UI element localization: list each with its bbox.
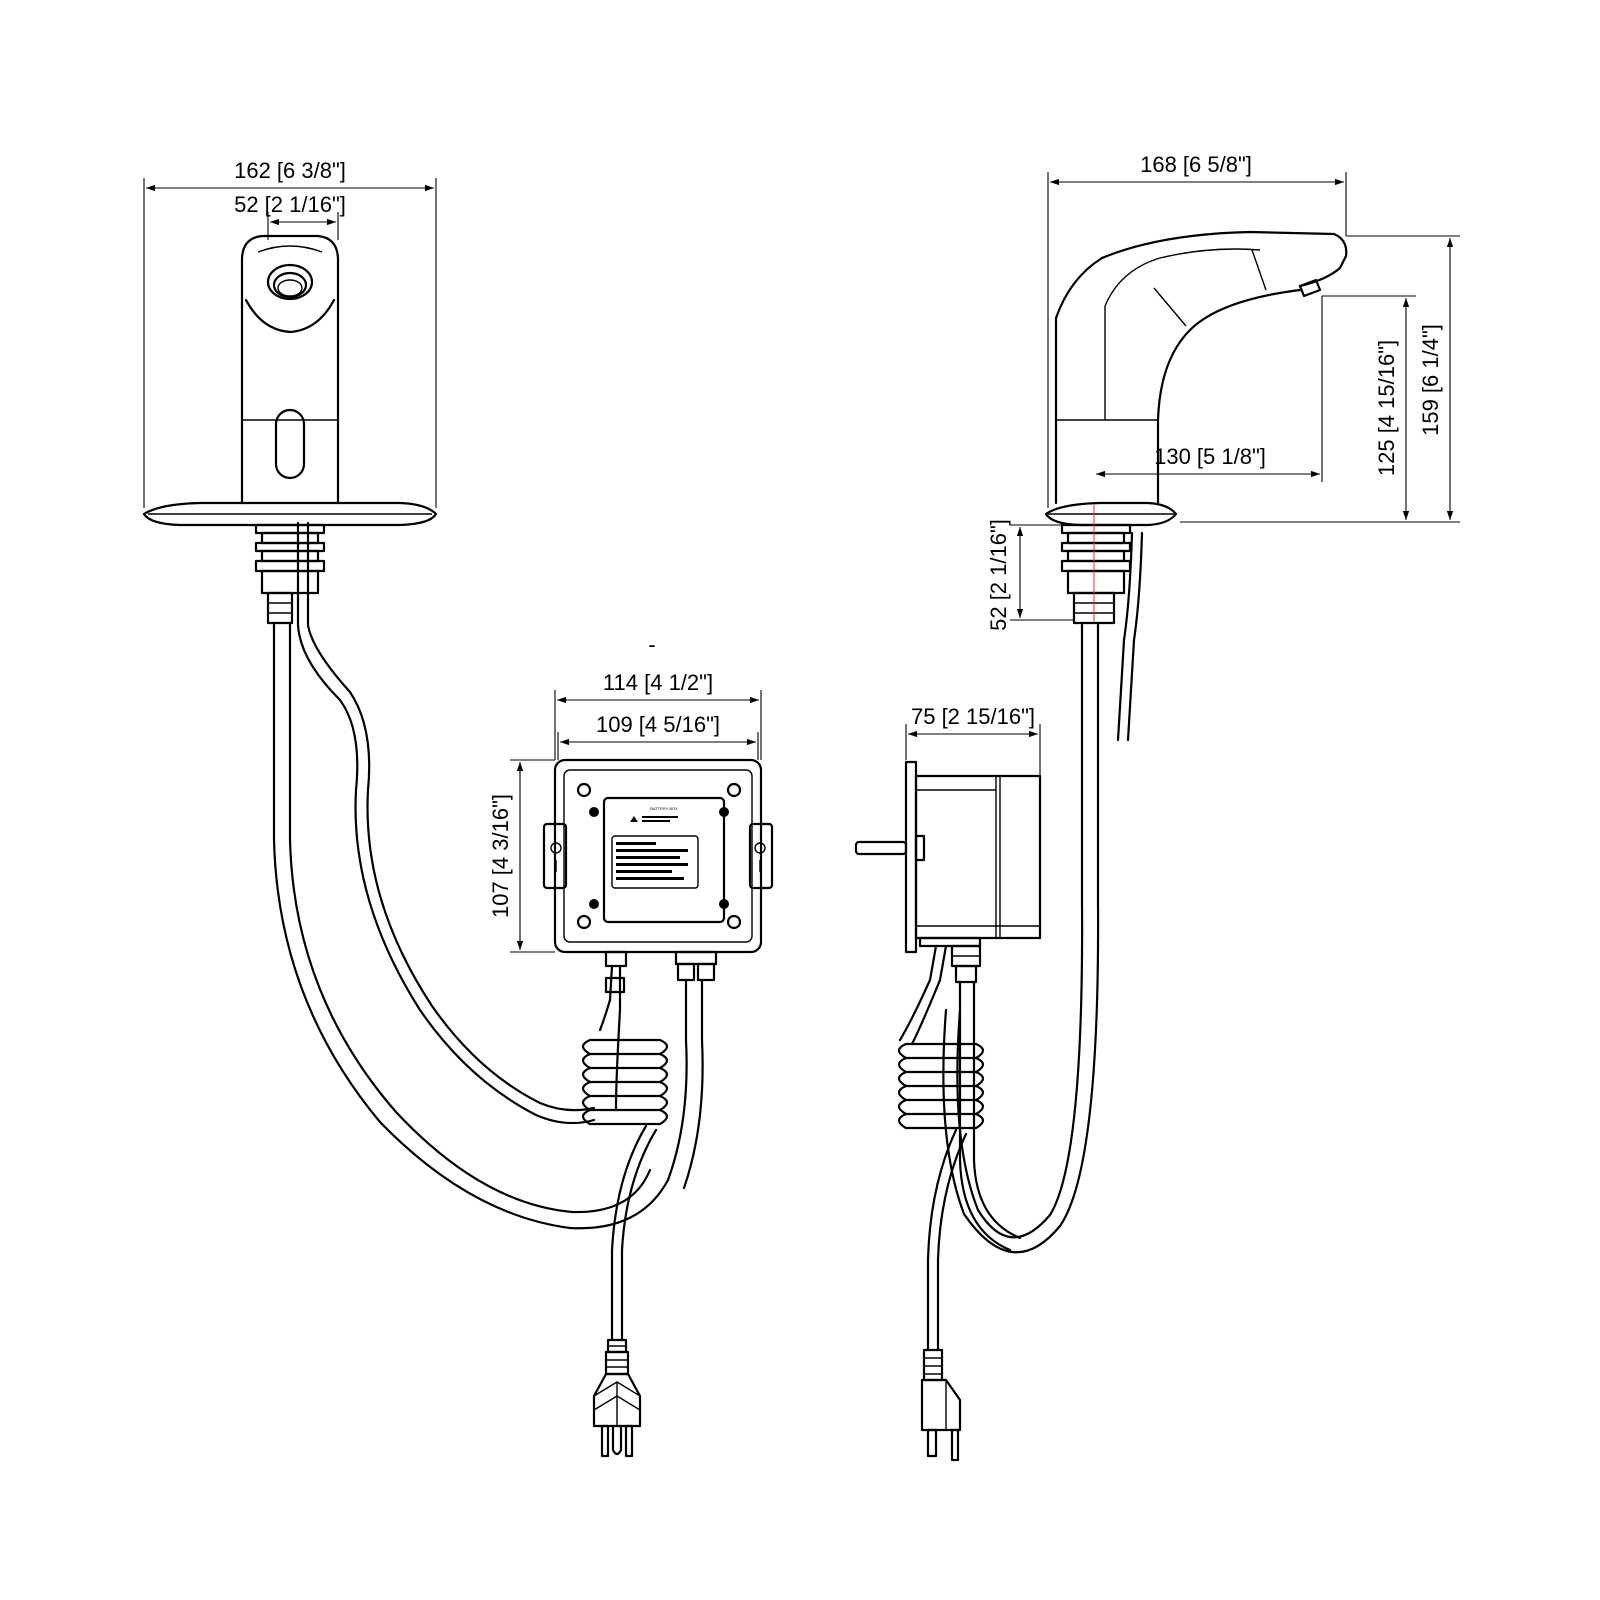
- front-dimensions: 162 [6 3/8"] 52 [2 1/16"]: [143, 158, 437, 508]
- side-shank-label: 52 [2 1/16"]: [986, 519, 1011, 631]
- battery-box-side: [854, 760, 1042, 1462]
- side-total-height-label: 159 [6 1/4"]: [1418, 324, 1443, 436]
- box-depth-label: 75 [2 15/16"]: [911, 704, 1035, 729]
- side-dimensions: 168 [6 5/8"] 159 [6 1/4"] 125 [4 15/16"]…: [986, 152, 1460, 631]
- stray-mark: -: [648, 632, 655, 657]
- front-width-label: 162 [6 3/8"]: [234, 158, 346, 183]
- box-dimensions: 114 [4 1/2"] 109 [4 5/16"] 107 [4 3/16"]: [488, 670, 762, 953]
- battery-box-front: BATTERY BOX: [542, 758, 774, 1458]
- power-plug-side: [920, 1348, 962, 1462]
- box-inner-width-label: 109 [4 5/16"]: [596, 712, 720, 737]
- box-height-label: 107 [4 3/16"]: [488, 794, 513, 918]
- battery-box-title: BATTERY BOX: [650, 806, 678, 811]
- side-length-label: 168 [6 5/8"]: [1140, 152, 1252, 177]
- power-plug-front: [592, 1338, 642, 1458]
- coiled-cable: [581, 1038, 669, 1126]
- side-reach-label: 130 [5 1/8"]: [1154, 444, 1266, 469]
- side-view-faucet: [942, 230, 1348, 1254]
- box-outer-width-label: 114 [4 1/2"]: [603, 670, 713, 695]
- coiled-cable-side: [897, 1042, 985, 1130]
- side-spout-height-label: 125 [4 15/16"]: [1374, 340, 1399, 476]
- box-depth-dimension: 75 [2 15/16"]: [905, 704, 1041, 776]
- front-view-faucet: [142, 234, 670, 1230]
- front-aerator-label: 52 [2 1/16"]: [234, 192, 346, 217]
